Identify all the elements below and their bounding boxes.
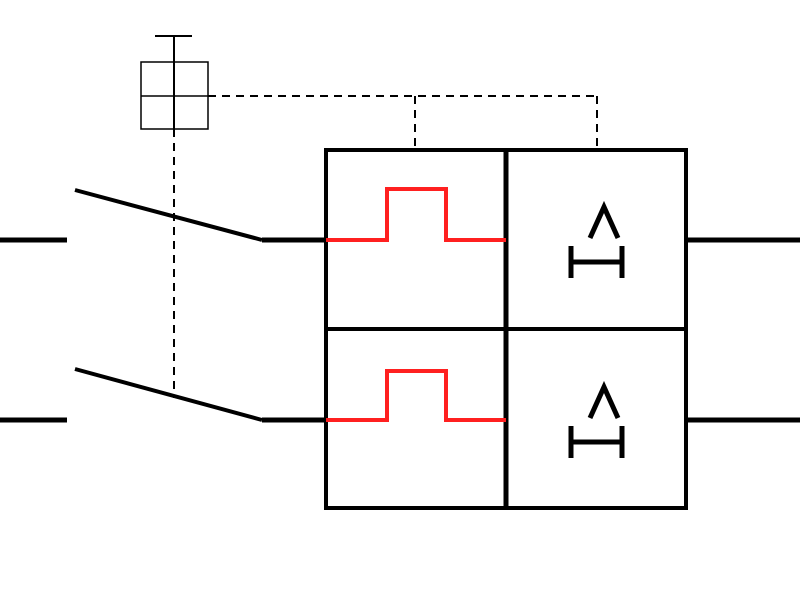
switch-contact-icon	[74, 188, 263, 242]
overcurrent-release-icon	[568, 380, 625, 458]
release-block-grid	[324, 148, 688, 510]
thermal-overload-icon	[326, 369, 506, 422]
overcurrent-release-icon	[568, 200, 625, 278]
switch-contact-icon	[74, 367, 263, 422]
mechanical-linkage	[173, 95, 598, 398]
pushbutton-actuator-icon	[140, 35, 209, 130]
magnetic-release-1	[568, 200, 625, 278]
thermal-release-1	[326, 187, 506, 242]
magnetic-release-2	[568, 380, 625, 458]
thermal-overload-icon	[326, 187, 506, 242]
pole-1	[0, 188, 800, 243]
thermal-release-2	[326, 369, 506, 422]
pole-2	[0, 367, 800, 423]
